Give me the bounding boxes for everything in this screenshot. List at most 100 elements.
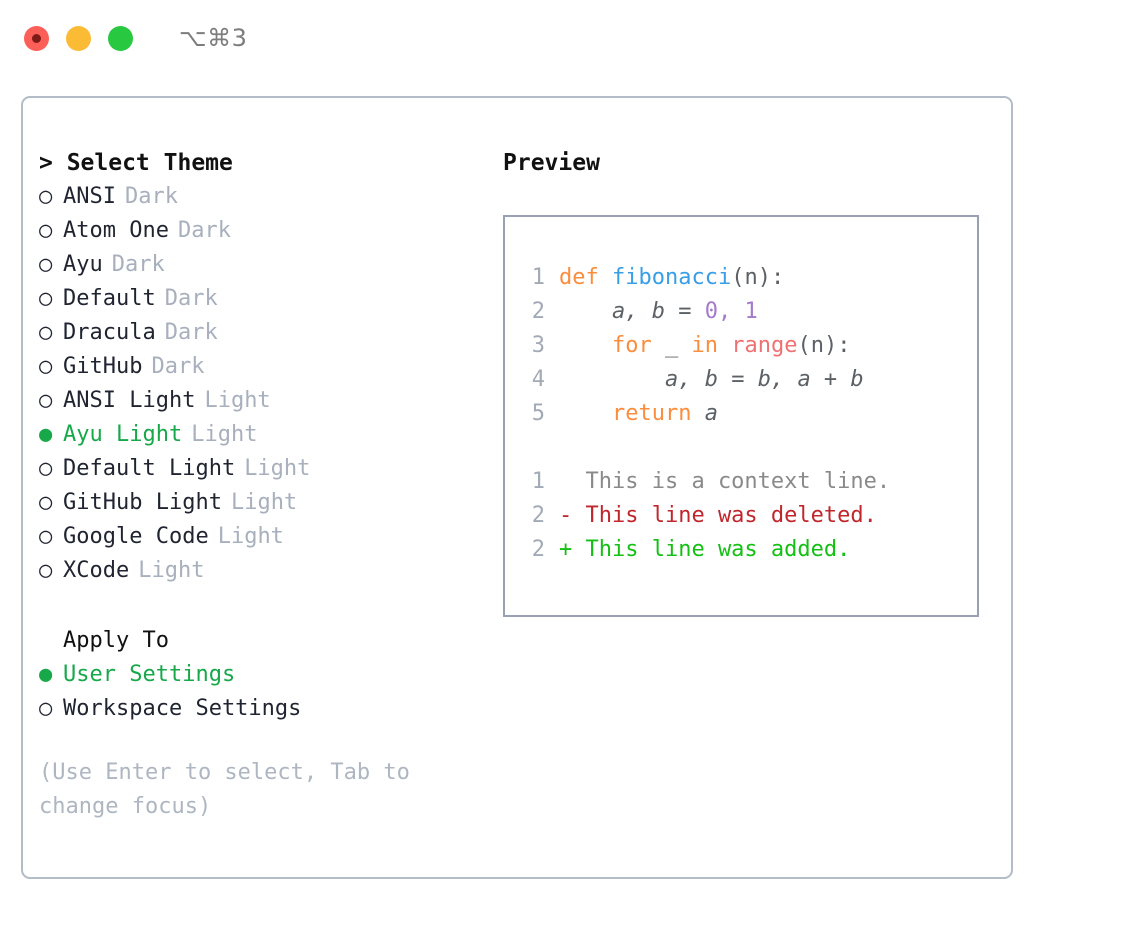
- theme-option-github-light[interactable]: ○ GitHub Light Light: [39, 486, 469, 520]
- select-theme-header: > Select Theme: [39, 150, 233, 176]
- theme-option-label: XCode: [63, 558, 130, 583]
- code-diff-spacer: [505, 431, 977, 465]
- radio-selected-icon: ●: [39, 422, 53, 447]
- theme-option-tag: Dark: [177, 218, 231, 243]
- code-line-text: def fibonacci(n):: [559, 261, 784, 295]
- window-controls: [24, 25, 133, 51]
- minimize-button[interactable]: [66, 25, 91, 51]
- radio-unselected-icon: ○: [39, 388, 53, 413]
- theme-option-xcode[interactable]: ○ XCode Light: [39, 554, 469, 588]
- diff-line-number: 2: [531, 537, 545, 562]
- code-token-kw: for: [611, 333, 652, 358]
- code-line-number: 2: [531, 299, 545, 324]
- keyboard-hint-text: (Use Enter to select, Tab to change focu…: [39, 760, 424, 819]
- diff-line: 1 This is a context line.: [505, 465, 977, 499]
- theme-option-tag: Light: [217, 524, 284, 549]
- radio-unselected-icon: ○: [39, 252, 53, 277]
- code-token-punc: [718, 333, 731, 358]
- theme-option-tag: Dark: [164, 286, 218, 311]
- code-token-punc: [559, 367, 665, 392]
- apply-to-option-label: Workspace Settings: [63, 696, 302, 721]
- radio-unselected-icon: ○: [39, 696, 53, 721]
- theme-option-tag: Light: [138, 558, 205, 583]
- code-token-var: a, b: [664, 367, 718, 392]
- code-line-number: 4: [531, 367, 545, 392]
- theme-option-label: GitHub: [63, 354, 143, 379]
- diff-line-number: 2: [531, 503, 545, 528]
- code-line: 5 return a: [505, 397, 977, 431]
- radio-unselected-icon: ○: [39, 184, 53, 209]
- preview-title: Preview: [503, 150, 600, 176]
- radio-unselected-icon: ○: [39, 524, 53, 549]
- code-token-var: a, b: [611, 299, 665, 324]
- close-button[interactable]: [24, 25, 49, 51]
- apply-to-header: Apply To: [63, 628, 169, 653]
- code-token-var: a: [704, 401, 718, 426]
- code-token-built: range: [731, 333, 798, 358]
- theme-option-default-light[interactable]: ○ Default Light Light: [39, 452, 469, 486]
- diff-line-text: This is a context line.: [559, 469, 891, 494]
- radio-unselected-icon: ○: [39, 354, 53, 379]
- code-token-punc: [559, 333, 612, 358]
- theme-option-tag: Dark: [124, 184, 178, 209]
- theme-option-label: Default: [63, 286, 156, 311]
- theme-option-tag: Light: [244, 456, 311, 481]
- radio-unselected-icon: ○: [39, 490, 53, 515]
- diff-line-text: + This line was added.: [559, 537, 851, 562]
- theme-option-label: ANSI Light: [63, 388, 196, 413]
- apply-to-option-workspace-settings[interactable]: ○ Workspace Settings: [39, 692, 469, 726]
- code-line: 2 a, b = 0, 1: [505, 295, 977, 329]
- code-token-punc: (n):: [731, 265, 785, 290]
- theme-option-label: Default Light: [63, 456, 236, 481]
- code-line: 3 for _ in range(n):: [505, 329, 977, 363]
- diff-line-number: 1: [531, 469, 545, 494]
- code-line-number: 3: [531, 333, 545, 358]
- theme-option-label: Dracula: [63, 320, 156, 345]
- code-token-var: b, a + b: [757, 367, 864, 392]
- radio-unselected-icon: ○: [39, 456, 53, 481]
- code-line-number: 1: [531, 265, 545, 290]
- code-line-text: a, b = 0, 1: [559, 295, 758, 329]
- theme-option-tag: Dark: [111, 252, 165, 277]
- code-token-punc: =: [664, 299, 705, 324]
- theme-option-github[interactable]: ○ GitHub Dark: [39, 350, 469, 384]
- code-token-punc: [691, 401, 704, 426]
- code-token-kw: def: [559, 265, 612, 290]
- apply-to-list: ●User Settings ○ Workspace Settings: [39, 658, 469, 726]
- code-line-number: 5: [531, 401, 545, 426]
- code-line-text: a, b = b, a + b: [559, 363, 864, 397]
- theme-option-ansi-light[interactable]: ○ ANSI Light Light: [39, 384, 469, 418]
- radio-unselected-icon: ○: [39, 286, 53, 311]
- theme-option-default[interactable]: ○ Default Dark: [39, 282, 469, 316]
- diff-line: 2 - This line was deleted.: [505, 499, 977, 533]
- maximize-button[interactable]: [108, 25, 133, 51]
- code-line: 1 def fibonacci(n):: [505, 261, 977, 295]
- theme-option-tag: Light: [191, 422, 258, 447]
- code-token-punc: [559, 401, 612, 426]
- radio-unselected-icon: ○: [39, 320, 53, 345]
- theme-option-tag: Dark: [151, 354, 205, 379]
- radio-unselected-icon: ○: [39, 558, 53, 583]
- code-token-kw: in: [691, 333, 718, 358]
- code-line: 4 a, b = b, a + b: [505, 363, 977, 397]
- theme-option-tag: Light: [204, 388, 271, 413]
- code-token-fn: fibonacci: [611, 265, 732, 290]
- apply-to-option-user-settings[interactable]: ●User Settings: [39, 658, 469, 692]
- code-token-punc: =: [717, 367, 758, 392]
- theme-option-label: GitHub Light: [63, 490, 222, 515]
- diff-line-text: - This line was deleted.: [559, 503, 877, 528]
- theme-option-tag: Light: [230, 490, 298, 515]
- titlebar: ⌥⌘3: [0, 0, 1140, 76]
- code-token-num: 0: [704, 299, 718, 324]
